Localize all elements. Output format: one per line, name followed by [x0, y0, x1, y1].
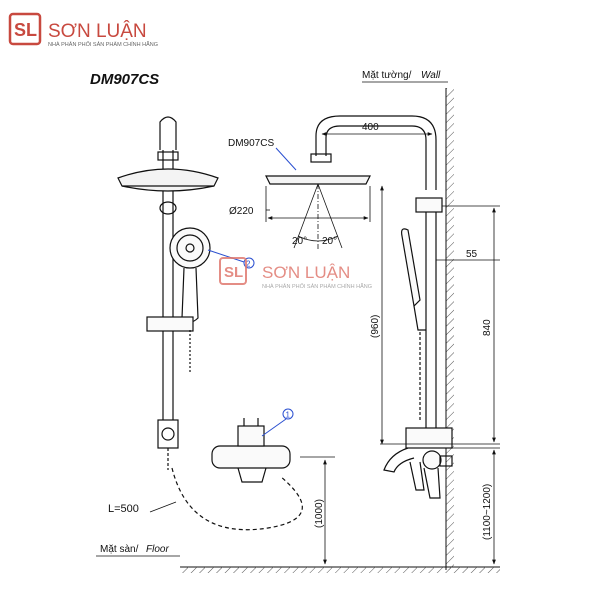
callout-2: 2 [246, 260, 251, 269]
floor-label: Mặt sàn/ [100, 544, 139, 555]
wall-hatch [446, 88, 454, 570]
hose-length: L=500 [108, 503, 139, 515]
side-view [265, 115, 453, 499]
rail-height: 840 [482, 319, 493, 336]
logo-letters: SL [14, 20, 37, 40]
callout-1: 1 [286, 411, 291, 420]
offset: 55 [466, 249, 478, 260]
model-title: DM907CS [90, 71, 159, 88]
wall-label-en: Wall [421, 70, 441, 81]
angle-right: 20° [322, 236, 337, 247]
brand-name: SƠN LUẬN [48, 20, 147, 42]
front-view [117, 116, 303, 531]
watermark-name: SƠN LUẬN [262, 263, 350, 282]
head-model-callout: DM907CS [228, 138, 274, 149]
watermark-tagline: NHÀ PHÂN PHỐI SẢN PHẨM CHÍNH HÃNG [262, 283, 372, 290]
watermark-letters: SL [224, 264, 243, 281]
brand-logo: SL SƠN LUẬN NHÀ PHÂN PHỐI SẢN PHẨM CHÍNH… [8, 12, 158, 48]
head-diameter: Ø220 [229, 206, 254, 217]
mixer-height: (1000) [314, 499, 325, 528]
angle-left: 20° [292, 236, 307, 247]
arm-length: 400 [362, 122, 379, 133]
wall-label: Mặt tường/ [362, 70, 412, 81]
head-height: (960) [370, 315, 381, 338]
spray-angle [293, 183, 343, 250]
brand-tagline: NHÀ PHÂN PHỐI SẢN PHẨM CHÍNH HÃNG [48, 41, 158, 48]
floor-label-en: Floor [146, 544, 169, 555]
watermark: SL SƠN LUẬN NHÀ PHÂN PHỐI SẢN PHẨM CHÍNH… [219, 257, 372, 290]
mixer-range: (1100~1200) [482, 484, 493, 540]
